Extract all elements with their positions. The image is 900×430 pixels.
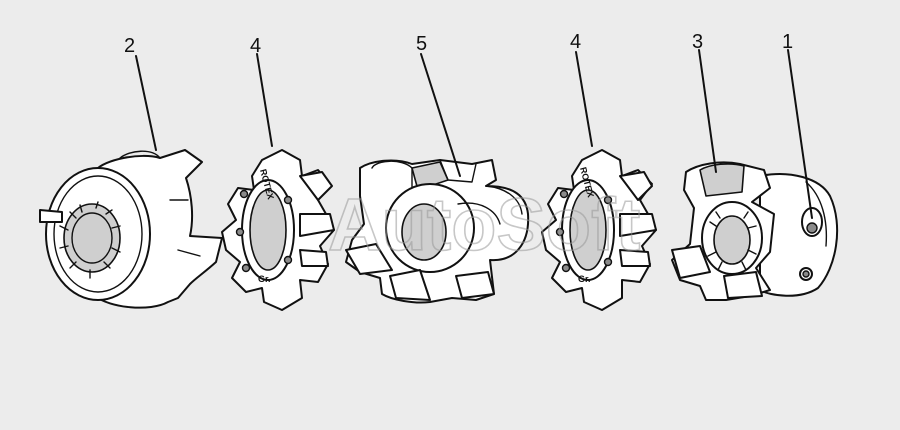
leader-1 bbox=[787, 49, 813, 219]
hub-right-part bbox=[671, 161, 839, 301]
spacer-center-part bbox=[345, 159, 530, 304]
leader-3 bbox=[698, 49, 717, 173]
callout-4-right: 4 bbox=[570, 31, 581, 53]
leader-lines bbox=[135, 49, 813, 219]
callout-1: 1 bbox=[782, 31, 793, 53]
leader-4-left bbox=[256, 53, 273, 147]
callout-3: 3 bbox=[692, 31, 703, 53]
callout-numbers: 2 4 5 4 3 1 bbox=[124, 31, 793, 57]
callout-4-left: 4 bbox=[250, 35, 261, 57]
leader-5 bbox=[420, 53, 461, 177]
leader-4-right bbox=[575, 51, 593, 147]
watermark-text: AutoSoft bbox=[328, 183, 640, 266]
leader-2 bbox=[135, 55, 157, 151]
hub-left-part bbox=[39, 149, 223, 309]
svg-text:Gr.: Gr. bbox=[258, 274, 271, 284]
callout-2: 2 bbox=[124, 35, 135, 57]
callout-5: 5 bbox=[416, 33, 427, 55]
svg-text:Gr.: Gr. bbox=[578, 274, 591, 284]
spider-right-part: ROTEX Gr. bbox=[541, 149, 657, 311]
spider-left-part: ROTEX Gr. bbox=[221, 149, 335, 311]
